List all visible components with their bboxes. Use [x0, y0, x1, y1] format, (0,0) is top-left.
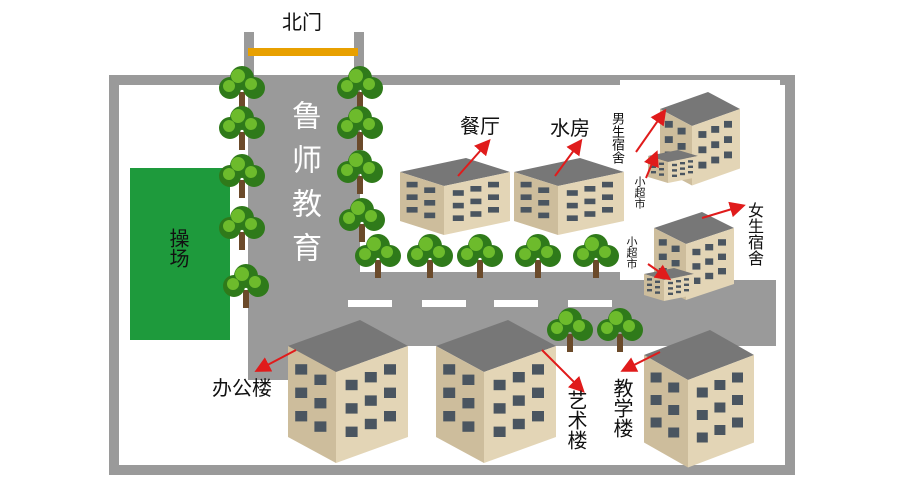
female-dorm-label: 女生宿舍 — [745, 202, 764, 266]
teaching-building-label: 教学楼 — [610, 378, 634, 438]
small-market-label-2: 小超市 — [625, 236, 638, 269]
office-building-label: 办公楼 — [212, 376, 272, 400]
gate-post-left — [244, 32, 254, 82]
water-room-label: 水房 — [550, 116, 590, 140]
playground-label: 操场 — [166, 228, 190, 268]
arrow-icon — [254, 108, 746, 393]
road-dashes — [348, 300, 612, 307]
male-dorm-label: 男生宿舍 — [609, 112, 624, 164]
campus-wall — [109, 75, 795, 475]
gate-post-right — [354, 32, 364, 82]
canteen-label: 餐厅 — [460, 114, 500, 138]
playground — [130, 168, 230, 340]
main-road-label: 鲁师教育 — [286, 100, 321, 276]
north-gate-label: 北门 — [282, 10, 322, 34]
north-gate-bar — [248, 48, 358, 56]
art-building-label: 艺术楼 — [564, 390, 588, 450]
small-market-label-1: 小超市 — [633, 176, 646, 209]
